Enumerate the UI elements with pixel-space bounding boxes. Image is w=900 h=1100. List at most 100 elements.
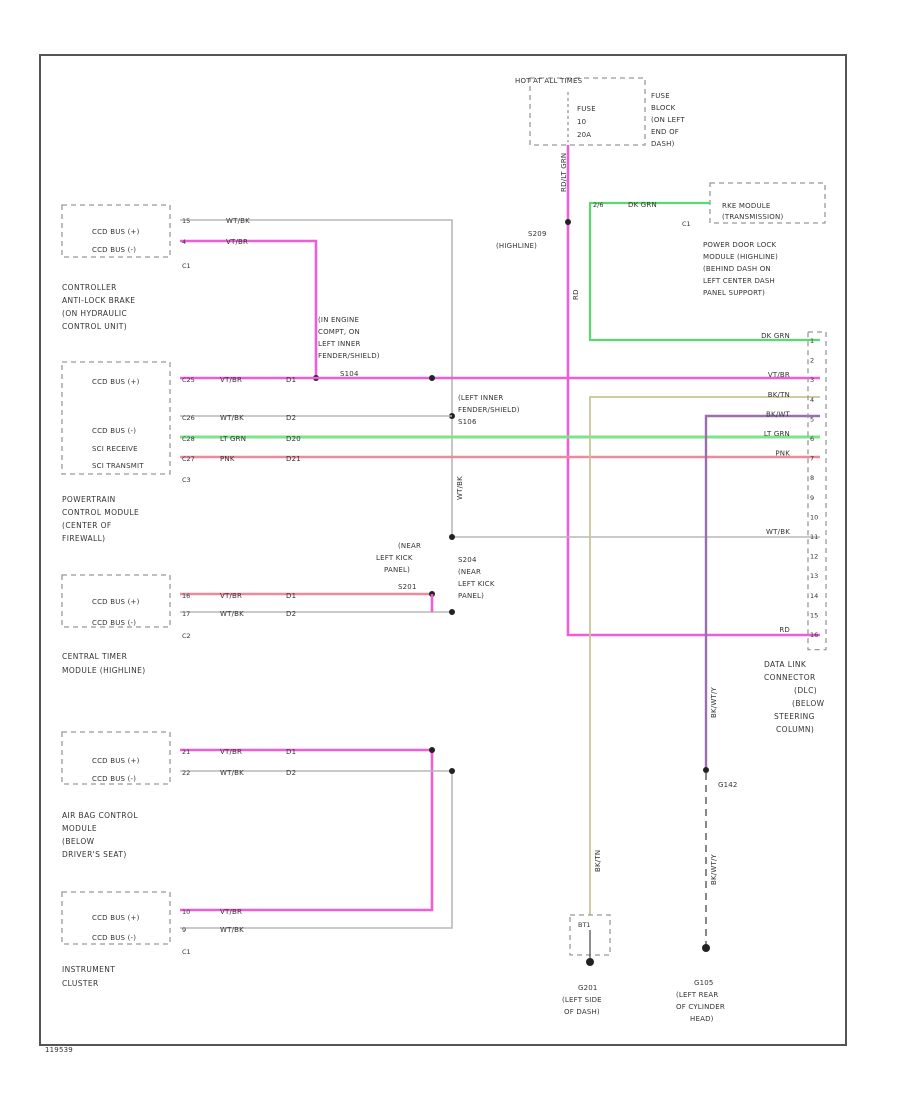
splice-s204-l1: (NEAR [458, 568, 481, 576]
ctm-pin-plus-circuit: D1 [286, 592, 296, 600]
pcm-pin1-wire: VT/BR [220, 376, 242, 384]
airbag-pin-minus-label: CCD BUS (-) [92, 775, 136, 783]
abs-pin-plus-num: 15 [182, 217, 190, 225]
pcm-pin3-circuit: D20 [286, 435, 301, 443]
rke-module-desc: (TRANSMISSION) [722, 213, 783, 221]
splice-s201-l3: PANEL) [384, 566, 410, 574]
splice-g142-dot [703, 767, 709, 773]
dlc-pin-number: 15 [810, 611, 818, 619]
airbag-pin-minus-circuit: D2 [286, 769, 296, 777]
fuse-rating: 20A [577, 131, 591, 139]
cluster-name-2: CLUSTER [62, 979, 99, 988]
splice-s204-l3: PANEL) [458, 592, 484, 600]
splice-airbag-vtbr-dot [429, 747, 435, 753]
dlc-pin-number: 14 [810, 592, 818, 600]
pcm-pin3-wire: LT GRN [220, 435, 246, 443]
dlc-pin-number: 5 [810, 415, 814, 423]
door-lock-line-2: MODULE (HIGHLINE) [703, 253, 778, 261]
airbag-pin-plus-num: 21 [182, 748, 190, 756]
fuse-block-label-3: (ON LEFT [651, 116, 685, 124]
airbag-pin-minus-num: 22 [182, 769, 190, 777]
dlc-pin-number: 10 [810, 513, 818, 521]
cluster-pin-minus-num: 9 [182, 926, 186, 934]
splice-s106-label: S106 [458, 418, 477, 426]
dlc-pin-number: 6 [810, 435, 814, 443]
abs-conn: C1 [182, 262, 191, 270]
ctm-name-1: CENTRAL TIMER [62, 652, 127, 661]
splice-underhood-2: COMPT, ON [318, 328, 360, 336]
splice-s104-label: S104 [340, 370, 359, 378]
cluster-pin-plus-label: CCD BUS (+) [92, 914, 140, 922]
dlc-pin-number: 11 [810, 533, 818, 541]
rke-wire-label: DK GRN [628, 201, 657, 209]
wire-wt-bk-vert-label: WT/BK [456, 476, 464, 500]
pcm-pin4-label: SCI TRANSMIT [92, 462, 144, 470]
splice-s209-dot [565, 219, 571, 225]
abs-name-4: CONTROL UNIT) [62, 322, 127, 331]
dlc-pin-wire-label: BK/TN [768, 391, 790, 399]
cluster-module-box [61, 891, 171, 945]
ctm-pin-minus-label: CCD BUS (-) [92, 619, 136, 627]
splice-s209-desc: (HIGHLINE) [496, 242, 537, 250]
abs-module-box [61, 204, 171, 258]
splice-underhood-1: (IN ENGINE [318, 316, 359, 324]
abs-name-1: CONTROLLER [62, 283, 117, 292]
pcm-pin4-wire: PNK [220, 455, 235, 463]
abs-pin-plus-wire: WT/BK [226, 217, 250, 225]
wire-g105-vert-label: BK/WT/Y [710, 853, 718, 885]
ctm-name-2: MODULE (HIGHLINE) [62, 666, 146, 675]
splice-s204-id: S204 [458, 556, 477, 564]
dlc-pin-wire-label: RD [779, 626, 790, 634]
fuse-output-wire-label: RD/LT GRN [560, 153, 568, 192]
diagram-frame [39, 54, 847, 1046]
dlc-name-2: CONNECTOR [764, 673, 816, 682]
wire-dk-grn [588, 201, 820, 342]
splice-pcm-vtbr-dot [429, 375, 435, 381]
dlc-name-3: (DLC) [794, 686, 817, 695]
g201-box-label: BT1 [578, 921, 591, 929]
airbag-pin-plus-circuit: D1 [286, 748, 296, 756]
airbag-pin-plus-wire: VT/BR [220, 748, 242, 756]
fuse-box [529, 77, 646, 146]
rke-pin: 2/6 [593, 201, 603, 209]
dlc-name-1: DATA LINK [764, 660, 807, 669]
splice-s209-label: S209 [528, 230, 547, 238]
pcm-pin2-num: C26 [182, 414, 195, 422]
fuse-block-label-1: FUSE [651, 92, 670, 100]
g105-ground-icon [702, 944, 710, 952]
g105-label-3: OF CYLINDER [676, 1003, 725, 1011]
airbag-name-1: AIR BAG CONTROL [62, 811, 138, 820]
abs-pin-plus-label: CCD BUS (+) [92, 228, 140, 236]
rke-module-label: RKE MODULE [722, 202, 771, 210]
wire-airbag-wt-bk [180, 770, 453, 929]
ctm-pin-minus-num: 17 [182, 610, 190, 618]
splice-s204-l2: LEFT KICK [458, 580, 495, 588]
dlc-pin-wire-label: BK/WT [766, 410, 790, 418]
fuse-block-label-2: BLOCK [651, 104, 676, 112]
g105-label-1: G105 [694, 979, 714, 987]
pcm-pin3-num: C28 [182, 435, 195, 443]
ctm-module-box [61, 574, 171, 628]
wire-rd-vert-label: RD [572, 289, 580, 300]
dlc-pin-wire-label: PNK [775, 450, 790, 458]
cluster-pin-minus-label: CCD BUS (-) [92, 934, 136, 942]
dlc-pin-number: 7 [810, 455, 814, 463]
dlc-pin-wire-label: LT GRN [764, 430, 790, 438]
dlc-pin-number: 2 [810, 357, 814, 365]
dlc-pin-wire-label: DK GRN [761, 332, 790, 340]
pcm-pin4-num: C27 [182, 455, 195, 463]
dlc-pin-wire-label: WT/BK [766, 528, 790, 536]
dlc-pin-number: 12 [810, 553, 818, 561]
fuse-number: 10 [577, 118, 586, 126]
abs-name-2: ANTI-LOCK BRAKE [62, 296, 135, 305]
dlc-pin-number: 16 [810, 631, 818, 639]
pcm-pin2-circuit: D2 [286, 414, 296, 422]
dlc-pin-number: 8 [810, 474, 814, 482]
dlc-pin-number: 1 [810, 337, 814, 345]
ctm-pin-plus-label: CCD BUS (+) [92, 598, 140, 606]
wire-bk-wt [704, 414, 820, 768]
fuse-label: FUSE [577, 105, 596, 113]
door-lock-line-3: (BEHIND DASH ON [703, 265, 771, 273]
g105-label-2: (LEFT REAR [676, 991, 718, 999]
